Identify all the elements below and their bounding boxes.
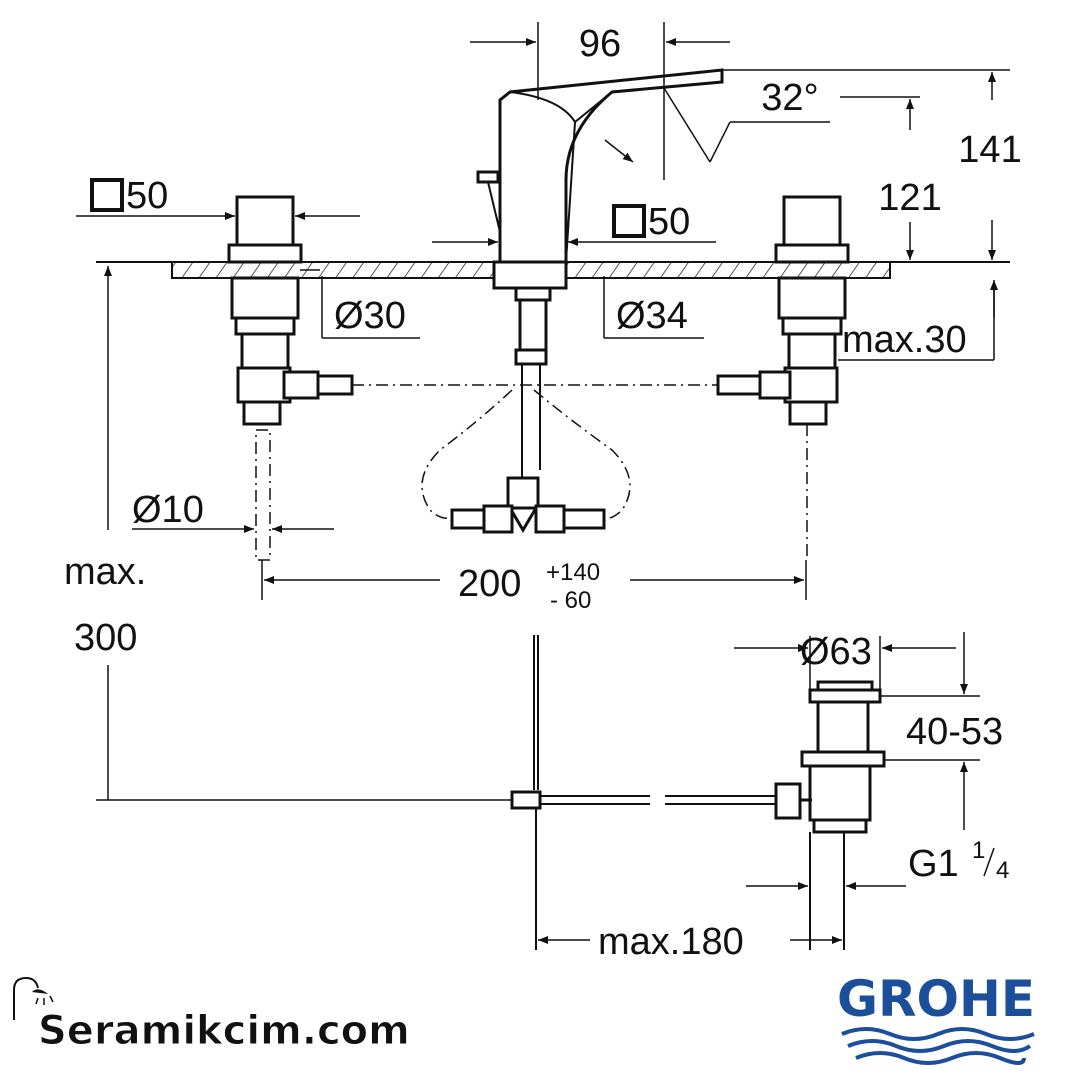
dim-200-plus: +140 [546, 559, 600, 586]
dim-max-30: max.30 [842, 319, 967, 361]
wave-3 [855, 1051, 1026, 1065]
left-handle-valve [227, 195, 354, 561]
connection-hoses [352, 384, 808, 560]
dim-g1: G1 [908, 843, 959, 885]
dim-121: 121 [878, 177, 941, 219]
right-handle-valve [716, 195, 850, 426]
square-symbol-center [612, 204, 646, 238]
watermark-text: Seramikcim.com [38, 1008, 410, 1054]
dim-max-180: max.180 [598, 921, 744, 963]
dim-141: 141 [958, 129, 1021, 171]
grohe-logo: GROHE [837, 970, 1035, 1065]
shower-icon [13, 976, 54, 1020]
dim-d34: Ø34 [616, 295, 688, 337]
square-symbol-left [90, 178, 124, 212]
waste-assembly [510, 635, 886, 950]
dimension-lines [76, 22, 1010, 944]
dim-40-53: 40-53 [906, 711, 1003, 753]
dim-d30: Ø30 [334, 295, 406, 337]
dim-square-50-center: 50 [648, 201, 690, 243]
dim-300: 300 [74, 617, 137, 659]
dimension-labels: 96 32° 141 121 50 50 Ø30 Ø34 max.30 Ø10 … [64, 23, 1022, 963]
dim-200: 200 [458, 563, 521, 605]
brand-name: GROHE [837, 970, 1035, 1028]
dim-max-label: max. [64, 551, 146, 593]
wave-2 [847, 1039, 1032, 1053]
dim-g1-numerator: 1 [972, 837, 985, 864]
dim-200-minus: - 60 [550, 587, 591, 614]
watermark: Seramikcim.com [13, 976, 410, 1055]
dim-32-deg: 32° [761, 77, 818, 119]
wave-1 [841, 1027, 1035, 1041]
dim-96: 96 [579, 23, 621, 65]
dim-square-50-left: 50 [126, 175, 168, 217]
dim-d63: Ø63 [800, 631, 872, 673]
dim-d10: Ø10 [132, 489, 204, 531]
spout-body [450, 68, 724, 534]
dim-g1-denominator: 4 [996, 857, 1009, 884]
